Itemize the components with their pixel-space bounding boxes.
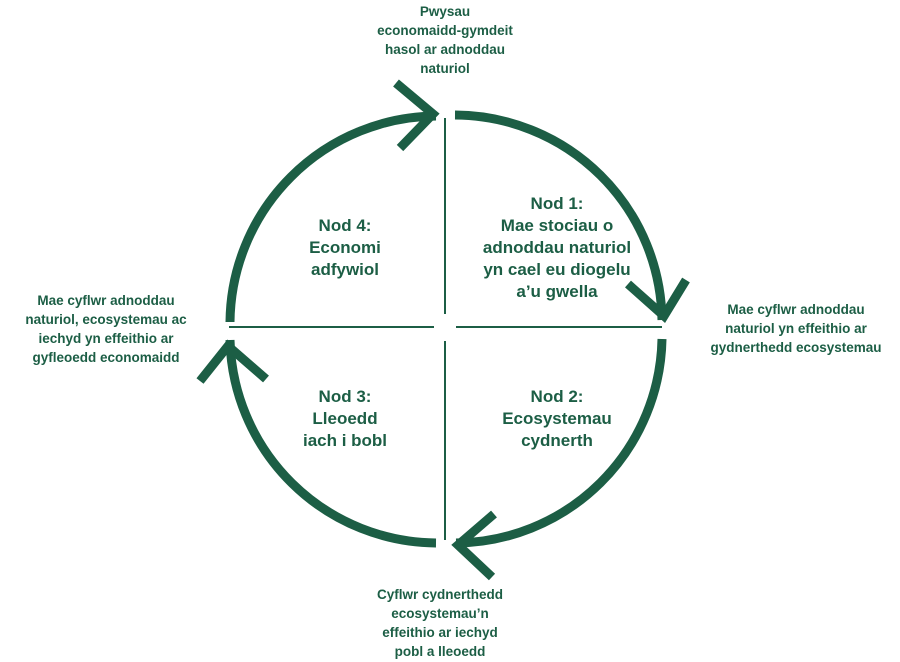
arrowhead-left [196, 339, 269, 384]
goal-3-label: Nod 3: Lleoedd iach i bobl [302, 387, 388, 450]
transition-left-label: Mae cyflwr adnoddau naturiol, ecosystema… [25, 293, 187, 365]
goal-4-label: Nod 4: Economi adfywiol [309, 216, 381, 279]
arc-goal-2 [455, 338, 667, 548]
arc-goal-4 [225, 111, 437, 323]
goal-1-label: Nod 1: Mae stociau o adnoddau naturiol y… [482, 194, 632, 301]
goal-2-label: Nod 2: Ecosystemau cydnerth [502, 387, 612, 450]
transition-top-label: Pwysau economaidd-gymdeit hasol ar adnod… [377, 4, 513, 76]
arc-goal-3 [225, 339, 437, 548]
arrowhead-top [393, 79, 440, 152]
transition-right-label: Mae cyflwr adnoddau naturiol yn effeithi… [710, 302, 882, 355]
arrowhead-bottom [451, 510, 497, 581]
arc-goal-1 [454, 110, 667, 321]
transition-bottom-label: Cyflwr cydnerthedd ecosystemau’n effeith… [376, 587, 504, 659]
arrowhead-right [625, 277, 690, 323]
